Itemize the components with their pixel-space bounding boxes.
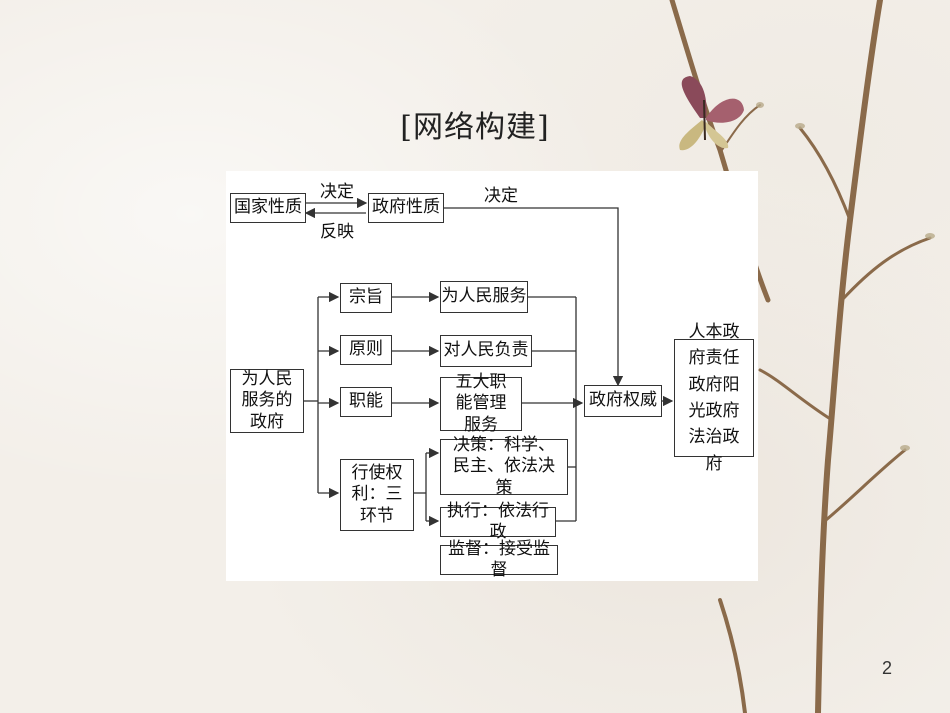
principle-box: 原则 bbox=[340, 335, 392, 365]
nature-state-box: 国家性质 bbox=[230, 193, 306, 223]
power-box: 行使权利：三环节 bbox=[340, 459, 414, 531]
serve-people-box: 为人民服务 bbox=[440, 281, 528, 313]
nature-gov-box: 政府性质 bbox=[368, 193, 444, 223]
outcomes-box: 人本政府责任政府阳光政府法治政府 bbox=[674, 322, 754, 474]
authority-box: 政府权威 bbox=[584, 385, 662, 417]
function-box: 职能 bbox=[340, 387, 392, 417]
page-title: [网络构建] bbox=[400, 110, 550, 145]
five-functions-box: 五大职能管理服务 bbox=[440, 372, 522, 435]
supervision-box: 监督：接受监督 bbox=[440, 539, 558, 580]
root-box: 为人民服务的政府 bbox=[230, 369, 304, 433]
page-number: 2 bbox=[881, 658, 892, 678]
execution-box: 执行：依法行政 bbox=[440, 501, 556, 542]
responsible-box: 对人民负责 bbox=[440, 335, 532, 367]
decision-box: 决策：科学、民主、依法决策 bbox=[440, 435, 568, 498]
reflects-label: 反映 bbox=[320, 222, 354, 242]
connector-lines bbox=[304, 197, 674, 527]
purpose-box: 宗旨 bbox=[340, 283, 392, 313]
decides-right-label: 决定 bbox=[484, 186, 518, 206]
decides-label: 决定 bbox=[320, 182, 354, 202]
diagram-panel: 国家性质 决定 反映 政府性质 决定 为人民服务的政府 宗旨 原则 职能 行使权… bbox=[226, 171, 758, 581]
